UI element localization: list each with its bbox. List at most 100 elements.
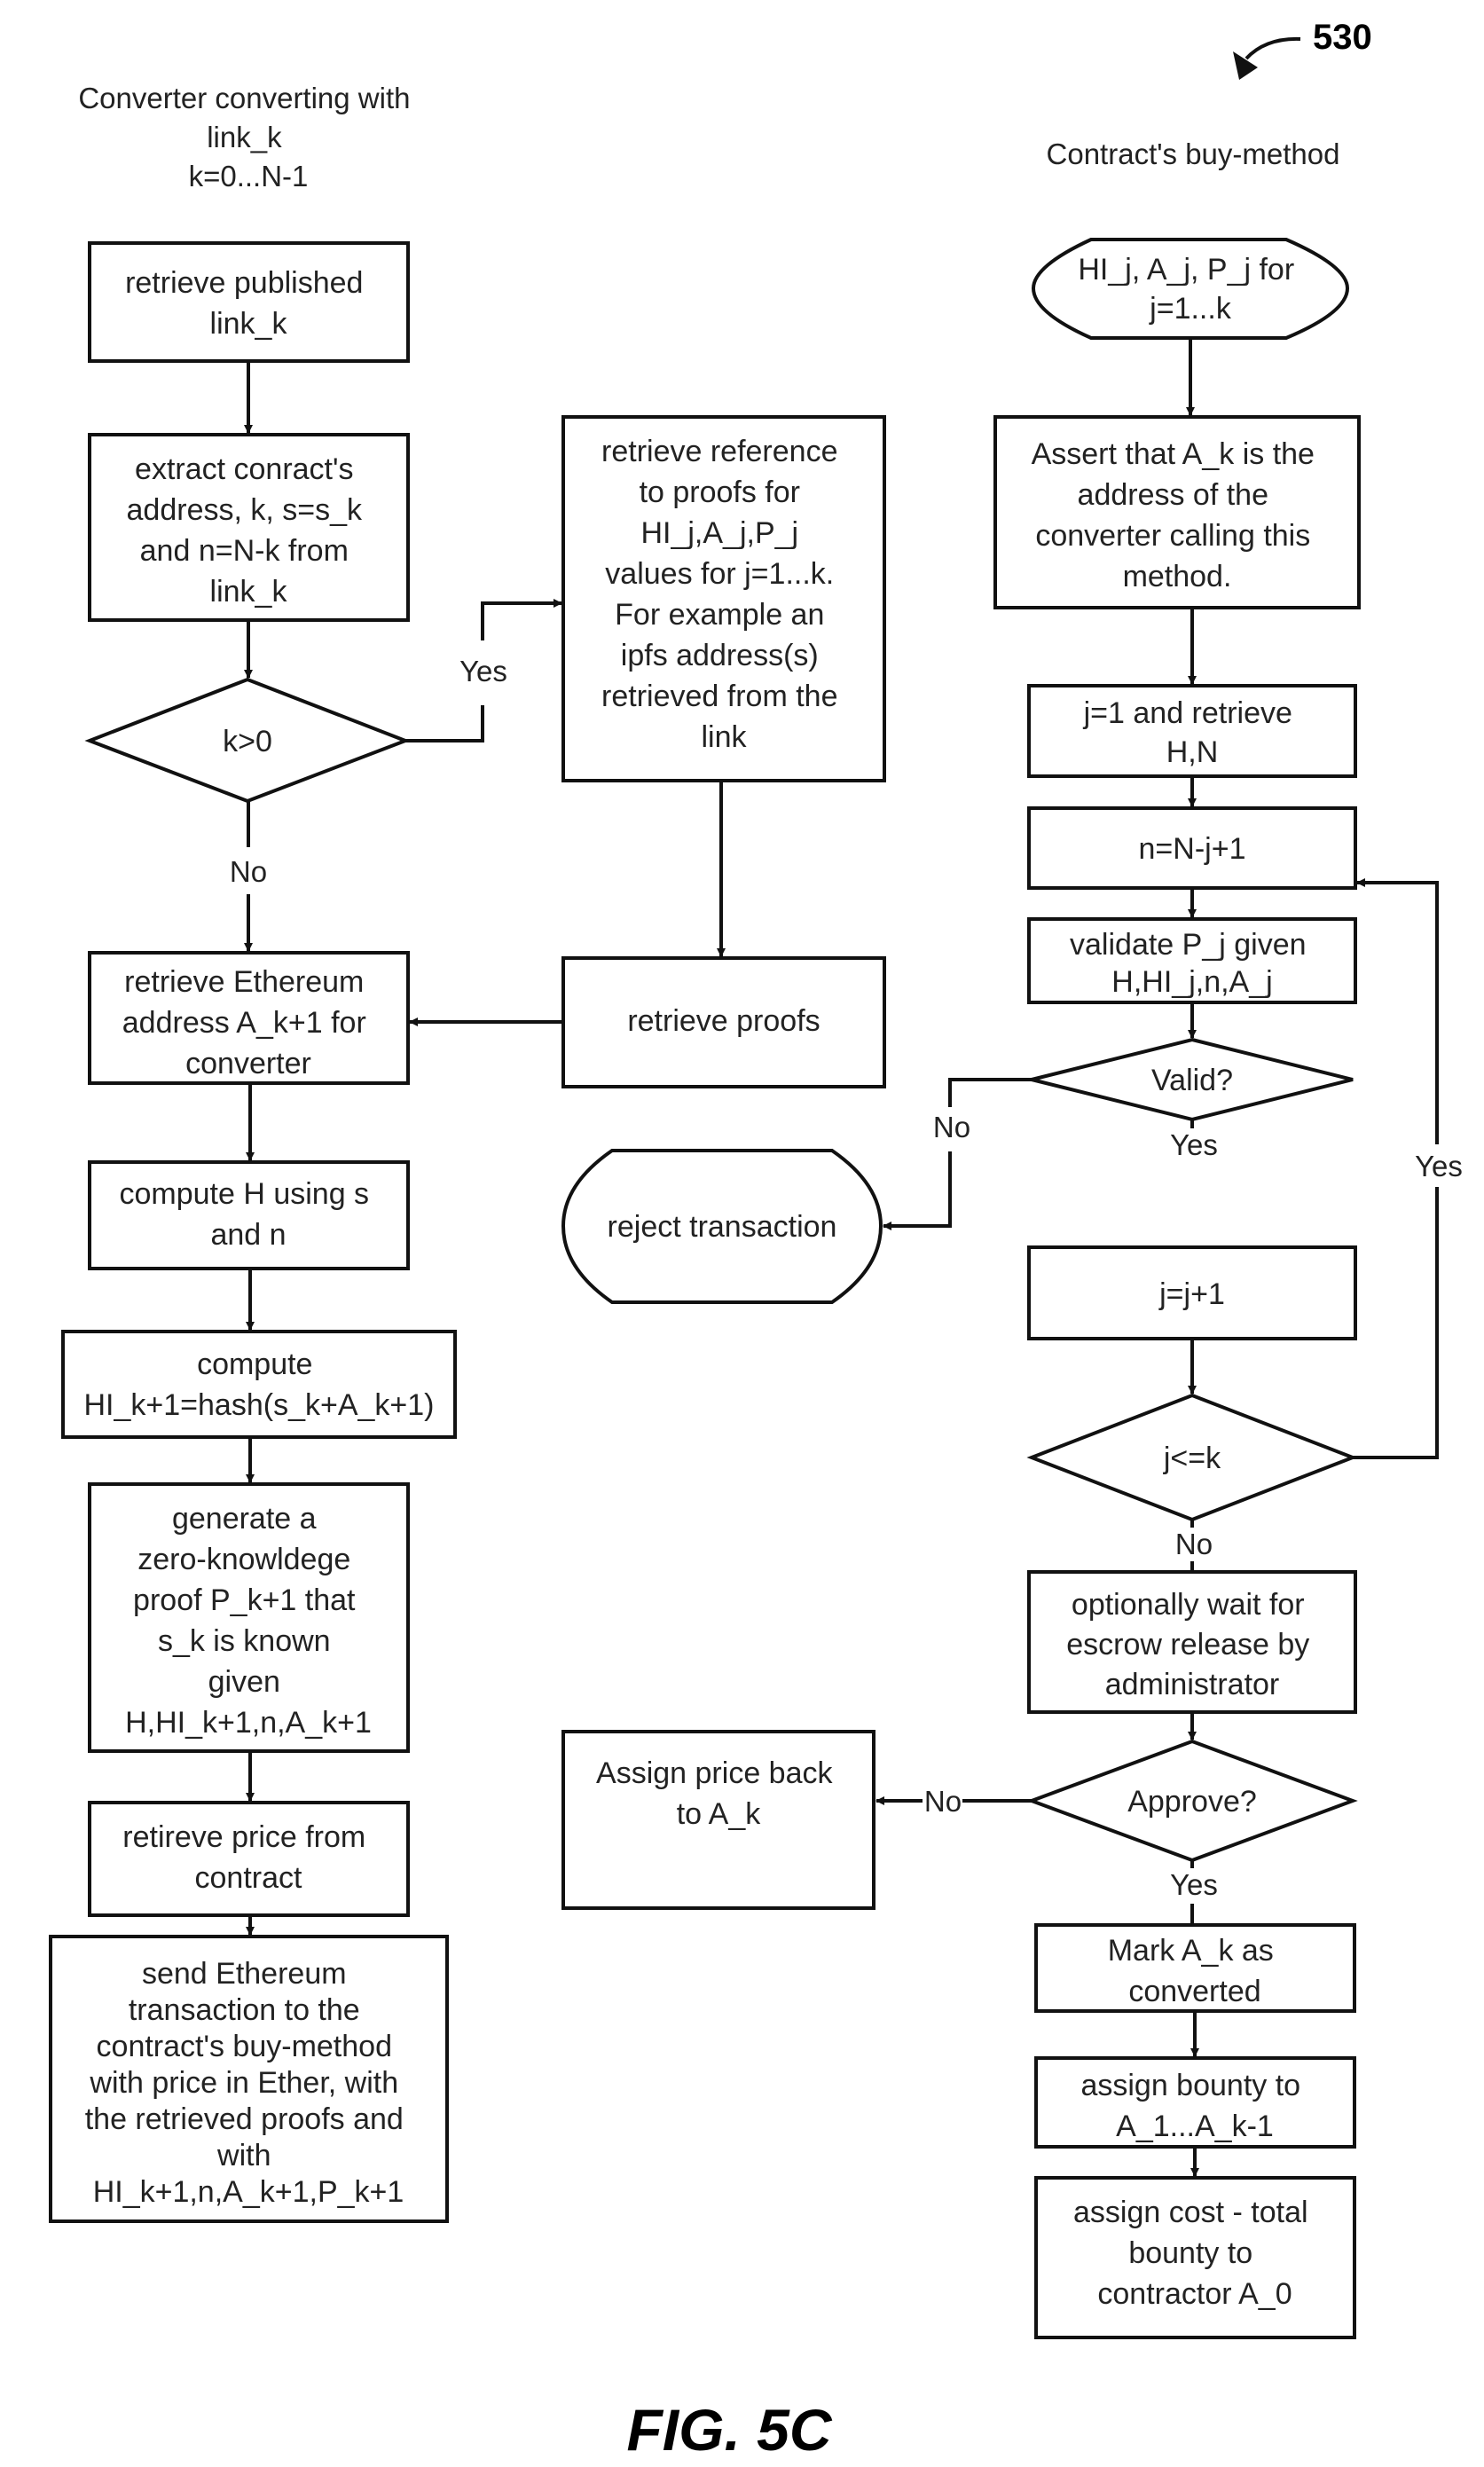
node-text-line: retrieve Ethereum <box>124 965 364 999</box>
terminal-reject-transaction[interactable]: reject transaction <box>563 1151 881 1302</box>
node-text-line: Mark A_k as <box>1108 1934 1274 1968</box>
terminal-start-inputs[interactable]: HI_j, A_j, P_j for j=1...k <box>1033 240 1347 338</box>
node-text-line: H,HI_j,n,A_j <box>1111 965 1272 999</box>
node-text-line: escrow release by <box>1066 1628 1309 1662</box>
node-extract[interactable]: extract conract's address, k, s=s_k and … <box>90 435 408 620</box>
node-text-line: and n <box>210 1218 286 1252</box>
decision-valid[interactable]: Valid? <box>1032 1040 1353 1120</box>
node-text-line: administrator <box>1105 1668 1280 1701</box>
no-label: No <box>1175 1528 1213 1560</box>
header-line: k=0...N-1 <box>189 160 309 192</box>
decision-approve[interactable]: Approve? <box>1032 1741 1353 1860</box>
node-compute-hi[interactable]: compute HI_k+1=hash(s_k+A_k+1) <box>63 1332 455 1437</box>
no-label: No <box>924 1785 962 1818</box>
node-text-line: with <box>216 2139 271 2172</box>
node-validate-proof[interactable]: validate P_j given H,HI_j,n,A_j <box>1029 919 1355 1002</box>
node-text-line: retireve price from <box>122 1820 365 1854</box>
header-line: Converter converting with <box>78 82 410 114</box>
node-retrieve-address[interactable]: retrieve Ethereum address A_k+1 for conv… <box>90 953 408 1083</box>
node-text-line: optionally wait for <box>1072 1588 1305 1622</box>
decision-text: Approve? <box>1127 1785 1257 1819</box>
node-text-line: j=1 and retrieve <box>1083 696 1292 730</box>
node-text-line: bounty to <box>1128 2236 1252 2270</box>
node-mark-converted[interactable]: Mark A_k as converted <box>1036 1925 1354 2011</box>
node-text-line: link_k <box>210 575 288 609</box>
node-text-line: HI_j,A_j,P_j <box>640 516 798 550</box>
reference-callout: 530 <box>1233 18 1372 80</box>
node-text-line: compute H using s <box>119 1177 369 1211</box>
node-escrow-wait[interactable]: optionally wait for escrow release by ad… <box>1029 1572 1355 1712</box>
node-text-line: link <box>701 720 747 754</box>
node-text-line: values for j=1...k. <box>605 557 834 591</box>
decision-text: k>0 <box>223 725 272 758</box>
yes-label: Yes <box>1170 1128 1218 1161</box>
node-retrieve-link[interactable]: retrieve published link_k <box>90 243 408 361</box>
node-retrieve-proofs[interactable]: retrieve proofs <box>563 958 884 1087</box>
node-assert-caller[interactable]: Assert that A_k is the address of the co… <box>995 417 1359 608</box>
no-label: No <box>230 855 267 888</box>
header-line: link_k <box>207 121 282 153</box>
svg-text:Converter converting with: Converter converting with link_k k=0...N… <box>78 82 418 192</box>
node-text-line: retrieved from the <box>601 680 837 713</box>
arrow-connector-no <box>950 1080 1032 1107</box>
node-compute-h[interactable]: compute H using s and n <box>90 1162 408 1269</box>
node-retrieve-price[interactable]: retireve price from contract <box>90 1803 408 1915</box>
header-line: Contract's buy-method <box>1047 137 1340 170</box>
decision-text: Valid? <box>1151 1064 1233 1097</box>
node-text-line: contract <box>195 1861 302 1895</box>
node-assign-bounty[interactable]: assign bounty to A_1...A_k-1 <box>1036 2058 1354 2147</box>
node-text-line: send Ethereum <box>142 1957 347 1991</box>
node-text-line: given <box>208 1665 280 1699</box>
right-column-header: Contract's buy-method <box>1047 137 1340 170</box>
node-text-line: converted <box>1128 1975 1260 2008</box>
decision-k-greater-zero[interactable]: k>0 <box>90 680 405 801</box>
node-compute-n[interactable]: n=N-j+1 <box>1029 808 1355 888</box>
node-increment-j[interactable]: j=j+1 <box>1029 1247 1355 1339</box>
reference-number: 530 <box>1313 18 1372 57</box>
loop-connector-yes <box>1353 1187 1437 1457</box>
node-assign-cost[interactable]: assign cost - total bounty to contractor… <box>1036 2178 1354 2337</box>
node-text-line: HI_k+1=hash(s_k+A_k+1) <box>83 1388 434 1422</box>
node-text-line: contractor A_0 <box>1097 2277 1292 2311</box>
node-text-line: reject transaction <box>608 1210 837 1244</box>
decision-j-le-k[interactable]: j<=k <box>1032 1395 1353 1520</box>
arrow-connector-no <box>883 1151 950 1226</box>
reference-arrowhead-icon <box>1233 51 1258 80</box>
node-text-line: converter <box>185 1047 311 1080</box>
node-generate-proof[interactable]: generate a zero-knowldege proof P_k+1 th… <box>90 1484 408 1751</box>
arrow-connector-yes <box>405 705 483 741</box>
node-text-line: proof P_k+1 that <box>133 1583 356 1617</box>
node-text-line: contract's buy-method <box>97 2030 392 2063</box>
node-text-line: Assign price back <box>596 1756 833 1790</box>
node-text-line: assign bounty to <box>1080 2069 1300 2102</box>
node-text-line: assign cost - total <box>1073 2196 1308 2229</box>
left-column-header: Converter converting with link_k k=0...N… <box>78 82 418 192</box>
node-retrieve-reference[interactable]: retrieve reference to proofs for HI_j,A_… <box>563 417 884 781</box>
node-text-line: link_k <box>210 307 288 341</box>
node-text-line: with price in Ether, with <box>89 2066 398 2100</box>
node-text-line: For example an <box>615 598 824 632</box>
node-init-j[interactable]: j=1 and retrieve H,N <box>1029 686 1355 776</box>
node-text-line: address A_k+1 for <box>122 1006 366 1040</box>
node-text-line: retrieve proofs <box>627 1004 820 1038</box>
node-text-line: address, k, s=s_k <box>127 493 364 527</box>
yes-label: Yes <box>1415 1150 1463 1182</box>
node-text-line: H,N <box>1166 735 1219 769</box>
node-send-transaction[interactable]: send Ethereum transaction to the contrac… <box>51 1937 447 2221</box>
node-text-line: retrieve reference <box>601 435 837 468</box>
node-text-line: H,HI_k+1,n,A_k+1 <box>125 1706 372 1740</box>
node-text-line: method. <box>1123 560 1232 593</box>
node-text-line: n=N-j+1 <box>1139 832 1246 866</box>
node-text-line: transaction to the <box>129 1993 360 2027</box>
node-assign-price-back[interactable]: Assign price back to A_k <box>563 1732 874 1908</box>
node-text-line: extract conract's <box>135 452 353 486</box>
yes-label: Yes <box>459 655 507 687</box>
no-label: No <box>933 1111 970 1143</box>
node-text-line: validate P_j given <box>1070 928 1307 962</box>
reference-arrow-icon <box>1246 39 1300 59</box>
decision-text: j<=k <box>1163 1442 1221 1475</box>
node-text-line: s_k is known <box>158 1624 331 1658</box>
node-text-line: A_1...A_k-1 <box>1116 2110 1274 2143</box>
node-text-line: Assert that A_k is the <box>1032 437 1315 471</box>
